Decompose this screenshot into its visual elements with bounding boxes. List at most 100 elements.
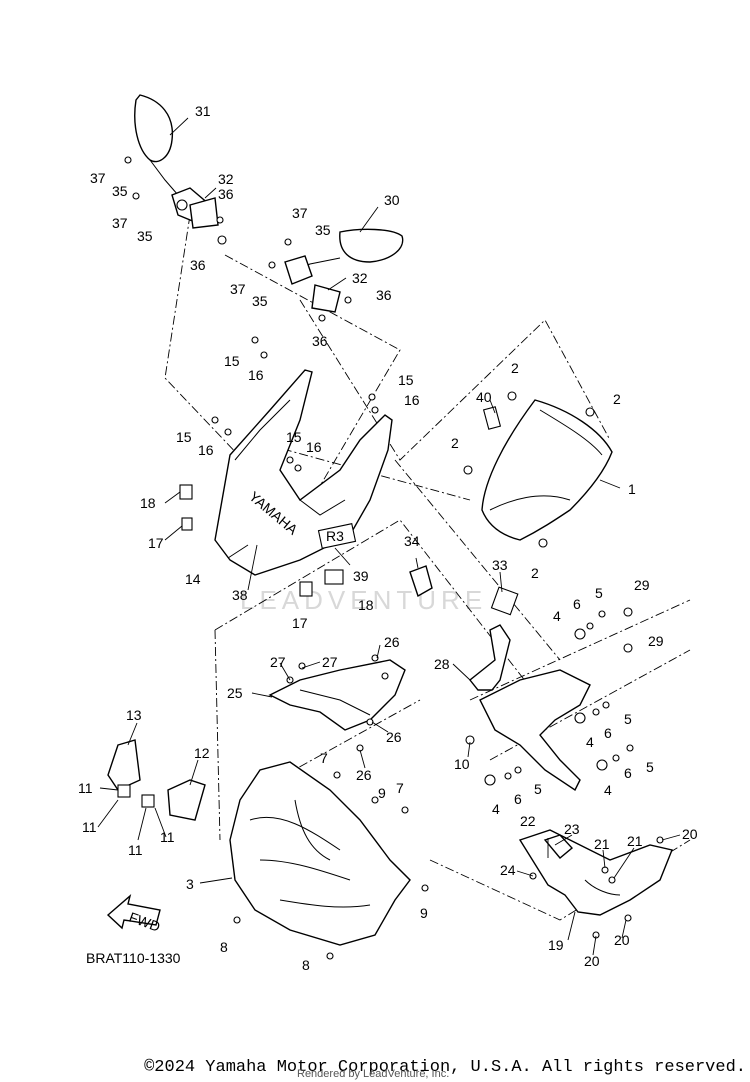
callout-10: 10	[454, 756, 470, 772]
callout-11-a: 11	[78, 780, 93, 796]
callout-15-d: 15	[286, 429, 302, 445]
callout-27-a: 27	[270, 654, 286, 670]
callout-17-a: 17	[148, 535, 164, 551]
callout-8-b: 8	[302, 957, 310, 973]
callout-18-b: 18	[358, 597, 374, 613]
callout-6-c: 6	[624, 765, 632, 781]
mirror-left	[134, 94, 219, 229]
callout-8-a: 8	[220, 939, 228, 955]
callout-35-c: 35	[315, 222, 331, 238]
mirror-right	[284, 228, 404, 313]
callout-6-a: 6	[573, 596, 581, 612]
callout-2-a: 2	[511, 360, 519, 376]
callout-35-a: 35	[112, 183, 128, 199]
callout-22: 22	[520, 813, 536, 829]
callout-11-d: 11	[160, 829, 175, 845]
upper-cowling: YAMAHA R3	[214, 369, 393, 576]
callout-6-b: 6	[604, 725, 612, 741]
windshield	[481, 399, 613, 541]
callout-4-a: 4	[553, 608, 561, 624]
callout-24: 24	[500, 862, 516, 878]
callout-35-d: 35	[252, 293, 268, 309]
callout-16-a: 16	[248, 367, 264, 383]
callout-12: 12	[194, 745, 210, 761]
watermark: LEADVENTURE	[240, 585, 488, 615]
callout-36-d: 36	[312, 333, 328, 349]
callout-9-a: 9	[378, 785, 386, 801]
callout-15-b: 15	[398, 372, 414, 388]
svg-text:R3: R3	[326, 528, 344, 544]
callout-32-a: 32	[218, 171, 234, 187]
cowling-stay	[409, 565, 591, 792]
callout-5-b: 5	[624, 711, 632, 727]
callout-11-b: 11	[82, 819, 97, 835]
callout-14: 14	[185, 571, 201, 587]
callout-5-c: 5	[646, 759, 654, 775]
callout-40: 40	[476, 389, 492, 405]
rendered-by: Rendered by LeadVenture, Inc.	[297, 1068, 450, 1080]
callouts: 31 30 37 35 32 36 37 35 36 37 35 37 35 3…	[78, 103, 698, 973]
callout-6-d: 6	[514, 791, 522, 807]
copyright: ©2024 Yamaha Motor Corporation, U.S.A. A…	[144, 1058, 746, 1077]
callout-16-d: 16	[306, 439, 322, 455]
callout-3: 3	[186, 876, 194, 892]
callout-5-d: 5	[534, 781, 542, 797]
callout-4-b: 4	[586, 734, 594, 750]
callout-28: 28	[434, 656, 450, 672]
callout-26-c: 26	[356, 767, 372, 783]
callout-36-a: 36	[218, 186, 234, 202]
callout-36-c: 36	[376, 287, 392, 303]
callout-20-a: 20	[682, 826, 698, 842]
callout-20-c: 20	[614, 932, 630, 948]
callout-13: 13	[126, 707, 142, 723]
callout-4-c: 4	[604, 782, 612, 798]
callout-20-b: 20	[584, 953, 600, 969]
callout-15-c: 15	[176, 429, 192, 445]
callout-30: 30	[384, 192, 400, 208]
callout-38: 38	[232, 587, 248, 603]
lower-cowling	[229, 761, 411, 946]
callout-7-b: 7	[396, 780, 404, 796]
callout-21-b: 21	[627, 833, 643, 849]
callout-35-b: 35	[137, 228, 153, 244]
under-panel	[518, 829, 673, 916]
callout-37-b: 37	[112, 215, 128, 231]
callout-2-b: 2	[613, 391, 621, 407]
callout-7-a: 7	[320, 750, 328, 766]
callout-16-b: 16	[404, 392, 420, 408]
callout-2-d: 2	[531, 565, 539, 581]
fasteners	[124, 156, 664, 960]
callout-16-c: 16	[198, 442, 214, 458]
callout-33: 33	[492, 557, 508, 573]
callout-4-d: 4	[492, 801, 500, 817]
leader-lines	[97, 117, 681, 956]
callout-21-a: 21	[594, 836, 610, 852]
callout-26-b: 26	[386, 729, 402, 745]
callout-39: 39	[353, 568, 369, 584]
callout-37-c: 37	[292, 205, 308, 221]
callout-5-a: 5	[595, 585, 603, 601]
decals	[107, 484, 344, 821]
callout-29-a: 29	[634, 577, 650, 593]
callout-27-b: 27	[322, 654, 338, 670]
callout-23: 23	[564, 821, 580, 837]
callout-37-a: 37	[90, 170, 106, 186]
parts-diagram: YAMAHA R3 FW	[78, 94, 698, 973]
callout-18-a: 18	[140, 495, 156, 511]
callout-31: 31	[195, 103, 211, 119]
callout-37-d: 37	[230, 281, 246, 297]
callout-26-a: 26	[384, 634, 400, 650]
callout-34: 34	[404, 533, 420, 549]
callout-1: 1	[628, 481, 636, 497]
callout-25: 25	[227, 685, 243, 701]
callout-11-c: 11	[128, 842, 143, 858]
callout-29-b: 29	[648, 633, 664, 649]
callout-36-b: 36	[190, 257, 206, 273]
callout-19: 19	[548, 937, 564, 953]
callout-9-b: 9	[420, 905, 428, 921]
callout-32-b: 32	[352, 270, 368, 286]
callout-2-c: 2	[451, 435, 459, 451]
side-bracket	[268, 659, 406, 731]
callout-15-a: 15	[224, 353, 240, 369]
callout-17-b: 17	[292, 615, 308, 631]
